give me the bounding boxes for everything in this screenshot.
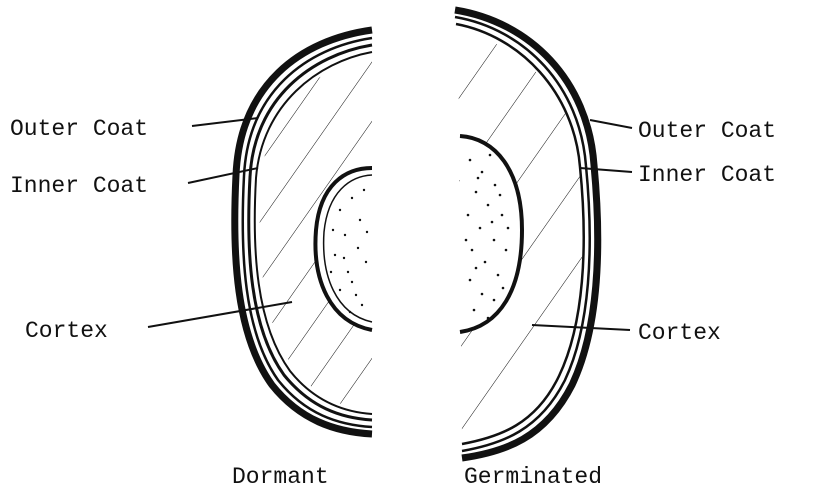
germinated-caption: Germinated (464, 466, 602, 489)
germinated-cortex-label: Cortex (638, 322, 721, 345)
dormant-spore (148, 30, 380, 434)
germinated-outer-coat-label: Outer Coat (638, 120, 776, 143)
dormant-outer-coat-label: Outer Coat (10, 118, 148, 141)
germinated-inner-coat-leader (580, 168, 632, 172)
dormant-inner-coat-label: Inner Coat (10, 175, 148, 198)
germinated-inner-coat-label: Inner Coat (638, 164, 776, 187)
dormant-inner-coat-leader (188, 168, 258, 183)
germinated-spore (455, 10, 632, 458)
germinated-outer-coat-leader (590, 120, 632, 128)
dormant-cortex-label: Cortex (25, 320, 108, 343)
dormant-caption: Dormant (232, 466, 329, 489)
